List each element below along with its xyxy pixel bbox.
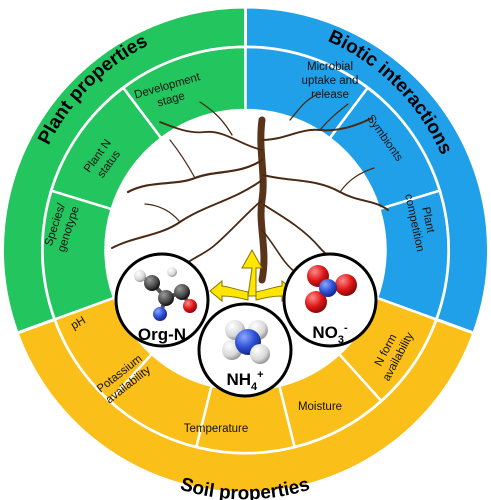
org-n-label: Org-N xyxy=(138,325,186,344)
soil-segment-label: Moisture xyxy=(298,401,342,413)
uptake-arrows xyxy=(209,248,295,303)
nh4-formula: NH4+ xyxy=(226,369,263,393)
sector-layer xyxy=(1,5,490,495)
soil-segment-label: N formavailability xyxy=(368,324,416,383)
uptake-arrow-left xyxy=(209,279,249,303)
root-illustration xyxy=(111,93,389,284)
no3-formula: NO3- xyxy=(312,322,348,346)
soil-segment-label: Temperature xyxy=(184,423,249,435)
no3-molecule: NO3- xyxy=(282,252,378,348)
uptake-arrow-up xyxy=(241,248,263,297)
org-n-molecule: Org-N xyxy=(114,252,210,348)
nh4-molecule: NH4+ xyxy=(197,302,293,398)
